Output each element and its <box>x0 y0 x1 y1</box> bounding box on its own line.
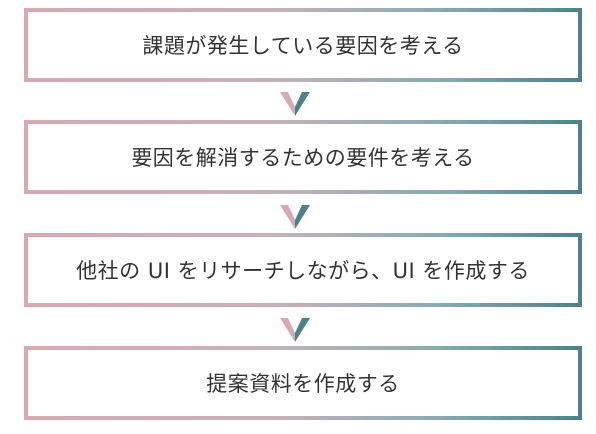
flow-step-2-label: 要因を解消するための要件を考える <box>131 146 475 170</box>
flow-step-4-body: 提案資料を作成する <box>28 350 578 416</box>
flow-step-3-body: 他社の UI をリサーチしながら、UI を作成する <box>28 237 578 303</box>
flow-step-2: 要因を解消するための要件を考える <box>24 120 582 194</box>
flow-step-2-body: 要因を解消するための要件を考える <box>28 124 578 190</box>
chevron-down-icon <box>280 318 310 342</box>
flow-step-1: 課題が発生している要因を考える <box>24 8 582 82</box>
flow-step-3-label: 他社の UI をリサーチしながら、UI を作成する <box>76 259 530 283</box>
chevron-down-icon <box>280 205 310 229</box>
flow-step-4-label: 提案資料を作成する <box>206 372 400 396</box>
chevron-down-icon <box>280 92 310 116</box>
flow-step-1-label: 課題が発生している要因を考える <box>142 34 464 58</box>
flow-step-1-body: 課題が発生している要因を考える <box>28 12 578 78</box>
flow-step-4: 提案資料を作成する <box>24 346 582 420</box>
flow-step-3: 他社の UI をリサーチしながら、UI を作成する <box>24 233 582 307</box>
